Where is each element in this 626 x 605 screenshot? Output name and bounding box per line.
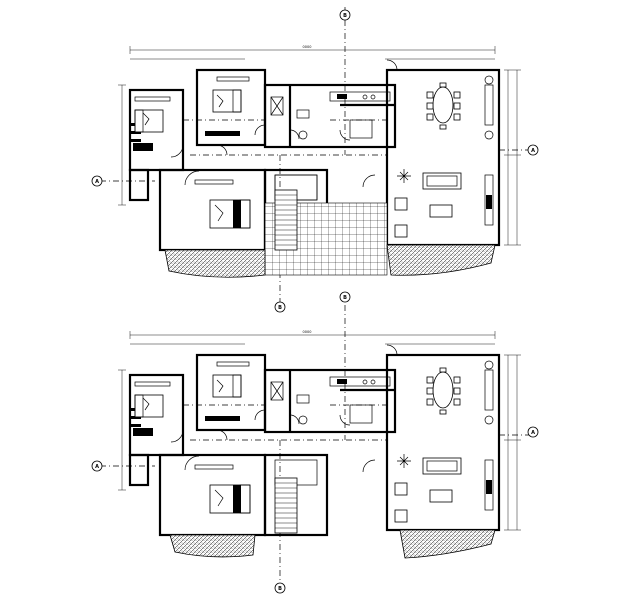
section-marker-bottom: B [274, 301, 286, 313]
staircase [274, 189, 298, 251]
section-marker-left: A [91, 460, 103, 472]
section-marker-right: A [527, 144, 539, 156]
svg-text:A: A [531, 430, 535, 436]
balcony-left [164, 249, 266, 278]
svg-text:A: A [95, 179, 99, 185]
svg-text:B: B [278, 586, 282, 592]
balcony-left [169, 534, 256, 558]
balcony-right [386, 244, 496, 276]
svg-text:B: B [278, 305, 282, 311]
staircase [274, 477, 298, 534]
section-marker-top: B [339, 291, 351, 303]
svg-text:A: A [95, 464, 99, 470]
svg-text:B: B [343, 13, 347, 19]
section-marker-bottom: B [274, 582, 286, 594]
section-marker-left: A [91, 175, 103, 187]
svg-text:A: A [531, 148, 535, 154]
section-marker-top: B [339, 9, 351, 21]
svg-text:B: B [343, 295, 347, 301]
section-marker-right: A [527, 426, 539, 438]
lower-plan: B B A A [91, 290, 539, 594]
balcony-right [399, 529, 496, 559]
upper-plan: B B A A [91, 5, 539, 313]
